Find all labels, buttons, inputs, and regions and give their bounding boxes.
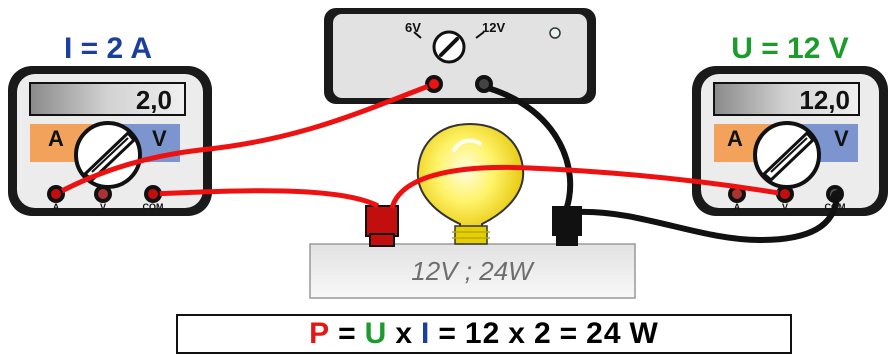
formula-equals-1: = [338,317,357,350]
voltmeter-display [713,82,860,116]
voltmeter-display-value: 12,0 [799,85,850,115]
formula-value-i: 2 [533,317,552,350]
ammeter-display-value: 2,0 [136,85,172,115]
formula-equals-3: = [559,317,579,350]
formula-p: P [309,317,331,350]
ammeter-mode-a-label: A [48,126,64,151]
voltmeter-title: U = 12 V [731,32,849,65]
power-supply-setting-12v: 12V [482,20,505,35]
light-bulb [416,122,525,245]
lamp-black-plug[interactable] [552,206,582,246]
voltmeter-jack-a-label: A [734,202,741,212]
power-indicator-light [549,27,561,39]
voltmeter-mode-a-label: A [727,126,743,151]
formula-equals-2: = [438,317,457,350]
power-supply: 6V 12V [324,8,596,104]
voltmeter: 12,0 A V A V COM [692,66,888,216]
ammeter-jack-a-label: A [53,202,60,212]
ammeter-jack-v[interactable] [94,185,112,203]
voltmeter-jack-v-label: V [782,202,788,212]
power-supply-setting-6v: 6V [405,20,421,35]
voltmeter-selector-dial[interactable] [753,121,821,189]
wires [49,77,843,244]
lamp-rating: 12V ; 24W [411,256,535,286]
lamp-red-plug[interactable] [365,205,399,247]
ammeter-title: I = 2 A [64,32,152,65]
voltmeter-mode-v-label: V [834,126,849,151]
ammeter-jack-com-label: COM [143,202,164,212]
formula-times-1: x [395,317,414,350]
ammeter-jack-v-label: V [100,202,106,212]
power-formula-box: P = U x I = 12 x 2 = 24 W [176,314,792,354]
formula-i: I [421,317,431,350]
ammeter: 2,0 A V A V COM [8,66,212,216]
ammeter-mode-v-label: V [152,126,167,151]
lamp-holder: 12V ; 24W [309,243,636,299]
formula-u: U [364,317,388,350]
voltage-selector-knob[interactable] [432,30,466,64]
formula-result: 24 [586,317,622,350]
formula-times-2: x [508,317,526,350]
formula-value-u: 12 [464,317,501,350]
ammeter-display [29,82,186,116]
formula-unit: W [629,317,659,350]
